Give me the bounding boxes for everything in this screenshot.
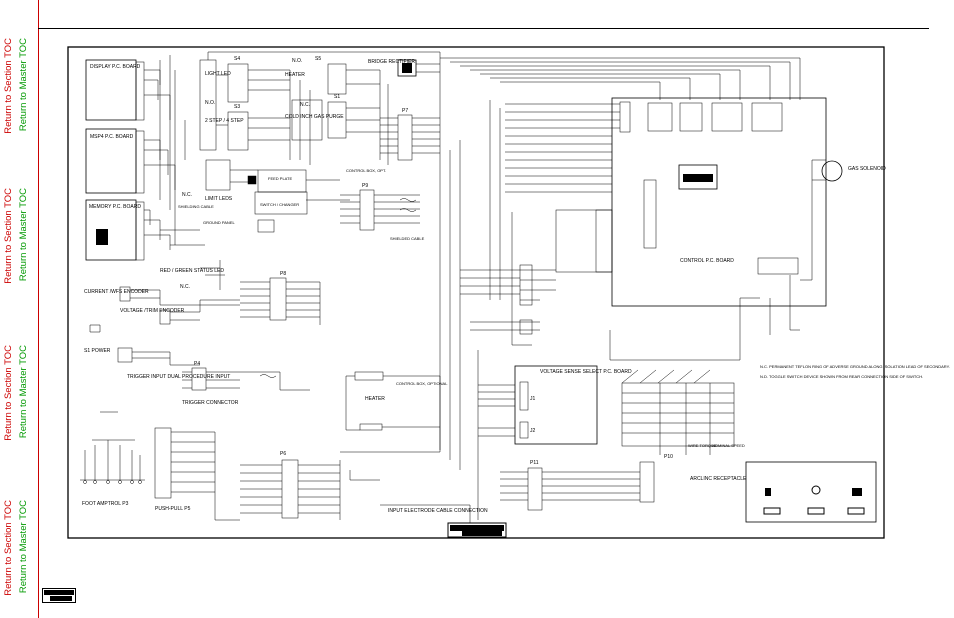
heater-mid-label: HEATER — [365, 396, 385, 402]
processor-chip-icon — [683, 174, 713, 182]
control-board-label: CONTROL P.C. BOARD — [680, 258, 734, 264]
j2-label: J2 — [530, 428, 536, 434]
control-box-label: CONTROL BOX, OPTIONAL — [396, 381, 448, 386]
shielded-cable-label: SHIELDED CABLE — [390, 236, 425, 241]
p8-connector — [119, 260, 321, 325]
p8-label: P8 — [280, 271, 286, 277]
svg-text:S3: S3 — [234, 104, 240, 110]
cold-inch-label: COLD INCH GAS PURGE — [285, 114, 344, 120]
wire-bus — [439, 57, 826, 520]
foot-amptrol-label: FOOT AMPTROL P3 — [82, 501, 129, 507]
step-switch-label: 2 STEP / 4 STEP — [205, 118, 244, 124]
p10-label: P10 — [664, 454, 673, 460]
bridge-rectifier: BRIDGE RECTIFIER — [368, 52, 441, 160]
input-electrode-label: INPUT ELECTRODE CABLE CONNECTION — [388, 508, 488, 514]
limit-leds-label: LIMIT LEDS — [205, 196, 233, 202]
voltage-encoder-label: VOLTAGE /TRIM ENCODER — [120, 308, 185, 314]
note-2: N.D. TOGGLE SWITCH DEVICE SHOWN FROM REA… — [760, 374, 923, 379]
arclinc-label: ARCLINC RECEPTACLE — [690, 476, 747, 482]
legend-symbol-4-icon — [763, 507, 781, 515]
legend-symbol-2-icon — [811, 485, 821, 495]
dip-switch-icon — [96, 229, 108, 245]
display-board: DISPLAY P.C. BOARD — [85, 59, 141, 121]
sidebar: Return to Section TOC Return to Master T… — [0, 0, 39, 618]
trigger-input-label: TRIGGER INPUT DUAL PROCEDURE INPUT — [127, 374, 230, 380]
display-board-label: DISPLAY P.C. BOARD — [90, 64, 141, 70]
p6-connector — [240, 459, 380, 520]
legend-symbol-1-icon — [765, 488, 771, 496]
legend-symbol-6-icon — [847, 507, 865, 515]
legend-symbol-3-icon — [852, 488, 862, 496]
shielding-cable-label: SHIELDING CABLE — [178, 204, 214, 209]
p9-connector — [340, 189, 420, 231]
msp4-board-label: MSP4 P.C. BOARD — [90, 134, 134, 140]
ground-panel-label: GROUND PANEL — [203, 220, 235, 225]
p10-connector — [639, 461, 655, 503]
trigger-connector-label: TRIGGER CONNECTOR — [182, 400, 239, 406]
p7-label: P7 — [402, 108, 408, 114]
memory-board-label: MEMORY P.C. BOARD — [89, 204, 141, 210]
header-rule — [38, 28, 929, 29]
trigger-connector — [182, 367, 310, 391]
gas-solenoid: GAS SOLENOID — [821, 160, 886, 182]
svg-text:S5: S5 — [315, 56, 321, 62]
svg-text:S4: S4 — [234, 56, 240, 62]
nc-label-3: N.C. — [180, 284, 190, 290]
no-label-2: N.O. — [205, 100, 215, 106]
control-box-top-label: CONTROL BOX, OPT. — [346, 168, 386, 173]
table-header-speed: NOMINAL SPEED — [712, 443, 745, 448]
p9-label: P9 — [362, 183, 368, 189]
push-pull — [154, 427, 240, 521]
feed-plate — [205, 159, 350, 233]
switch-changer-label: SWITCH / CHANGER — [260, 202, 299, 207]
p4-label: P4 — [194, 361, 200, 367]
power-label: S1 POWER — [84, 348, 111, 354]
note-1: N.C. PERMANENT TEFLON RING OF ADVERSE GR… — [760, 364, 950, 369]
diagram-frame — [67, 46, 885, 539]
svg-text:S1: S1 — [334, 94, 340, 100]
j1-label: J1 — [530, 396, 536, 402]
gas-solenoid-label: GAS SOLENOID — [848, 166, 886, 172]
symbol-legend — [745, 461, 877, 523]
voltage-sense-board: VOLTAGE SENSE SELECT P.C. BOARD J1 J2 — [514, 365, 632, 445]
msp4-board: MSP4 P.C. BOARD — [85, 128, 137, 194]
foot-amptrol — [80, 411, 145, 484]
nc-label-1: N.C. — [300, 102, 310, 108]
heater-top-label: HEATER — [285, 72, 305, 78]
lincoln-electric-center-logo — [447, 522, 507, 538]
table-header-torque: WIRE TORQUE — [688, 443, 717, 448]
feed-plate-label: FEED PLATE — [268, 176, 292, 181]
bridge-rectifier-label: BRIDGE RECTIFIER — [368, 59, 415, 65]
control-board: CONTROL P.C. BOARD — [555, 97, 827, 307]
p11-connector — [500, 467, 640, 511]
lincoln-electric-footer-logo — [42, 588, 76, 603]
legend-symbol-5-icon — [807, 507, 825, 515]
nc-label-2: N.C. — [182, 192, 192, 198]
voltage-sense-label: VOLTAGE SENSE SELECT P.C. BOARD — [540, 369, 632, 375]
current-encoder-label: CURRENT /WFS ENCODER — [84, 289, 149, 295]
switch-group — [199, 51, 440, 165]
p7-connector — [380, 114, 440, 161]
power-switch — [89, 324, 200, 366]
light-led-label: LIGHT LED — [205, 71, 231, 77]
heater-mid — [340, 371, 471, 525]
push-pull-label: PUSH-PULL P5 — [155, 506, 191, 512]
p11-label: P11 — [530, 460, 539, 466]
no-label-1: N.O. — [292, 58, 302, 64]
spec-table — [621, 369, 735, 455]
p6-label: P6 — [280, 451, 286, 457]
memory-board: MEMORY P.C. BOARD — [85, 199, 141, 261]
red-green-led-label: RED / GREEN STATUS LED — [160, 268, 224, 274]
